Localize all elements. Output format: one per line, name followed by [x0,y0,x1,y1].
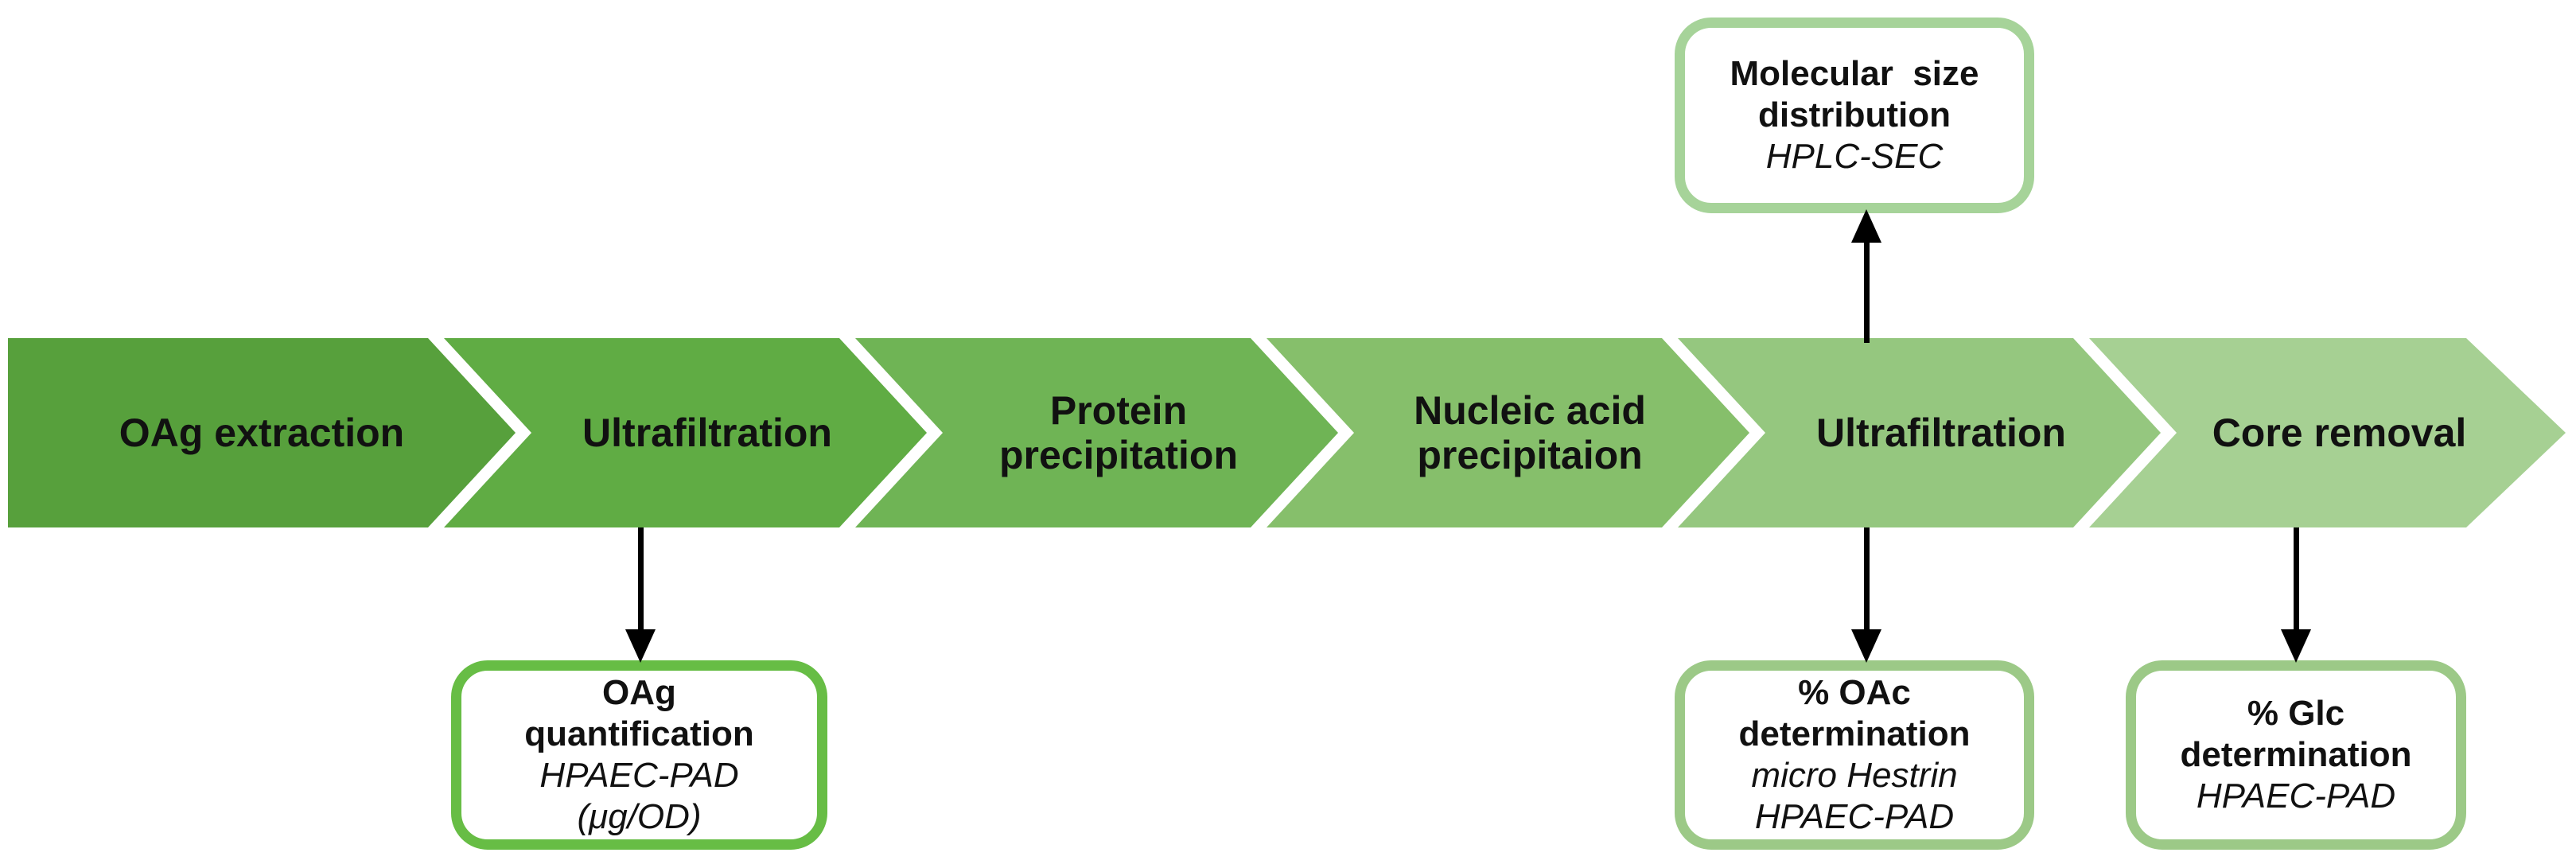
chevron-label: Protein [1049,388,1188,433]
chevron-label: precipitation [998,433,1239,477]
chevron-label: precipitaion [1417,433,1643,477]
chevron-step-nucleic-acid-precipitation: Nucleic acid precipitaion [1267,338,1749,527]
chevron-label: Nucleic acid [1414,388,1646,433]
down-arrow-connector-glc [2294,527,2299,631]
callout-method-line: HPAEC-PAD [539,756,739,795]
down-arrowhead-icon [625,629,656,663]
down-arrow-connector-oag [638,527,644,631]
callout-glc-determination: % Glc determination HPAEC-PAD [2126,660,2466,850]
callout-title-line: Molecular size [1730,54,1979,94]
callout-title-line: determination [2180,735,2412,775]
callout-method-line: micro Hestrin [1751,756,1958,795]
chevron-step-ultrafiltration-2: Ultrafiltration [1678,338,2161,527]
down-arrowhead-icon [2281,629,2311,663]
chevron-label: OAg extraction [119,411,405,455]
callout-molecular-size-distribution: Molecular size distribution HPLC-SEC [1675,18,2034,213]
down-arrowhead-icon [1851,629,1881,663]
callout-title-line: OAg [602,673,676,713]
down-arrow-connector-oac [1864,527,1870,631]
chevron-label: Ultrafiltration [1816,411,2066,455]
chevron-step-ultrafiltration-1: Ultrafiltration [444,338,927,527]
chevron-label: Core removal [2212,411,2467,455]
callout-method-line: HPLC-SEC [1765,136,1944,176]
callout-oac-determination: % OAc determination micro Hestrin HPAEC-… [1675,660,2034,850]
callout-method-line: HPAEC-PAD [2196,776,2396,815]
callout-title-line: % Glc [2247,694,2345,734]
chevron-label: Ultrafiltration [582,411,832,455]
callout-title-line: distribution [1758,95,1951,135]
callout-title-line: quantification [524,714,754,754]
up-arrow-connector-molecular-size [1864,241,1870,343]
callout-method-line: HPAEC-PAD [1754,796,1955,836]
chevron-step-oag-extraction: OAg extraction [8,338,516,527]
callout-method-line: (μg/OD) [577,796,702,836]
callout-oag-quantification: OAg quantification HPAEC-PAD (μg/OD) [451,660,827,850]
up-arrowhead-icon [1851,209,1881,243]
callout-title-line: determination [1738,714,1971,754]
callout-title-line: % OAc [1798,673,1911,713]
chevron-step-protein-precipitation: Protein precipitation [855,338,1338,527]
